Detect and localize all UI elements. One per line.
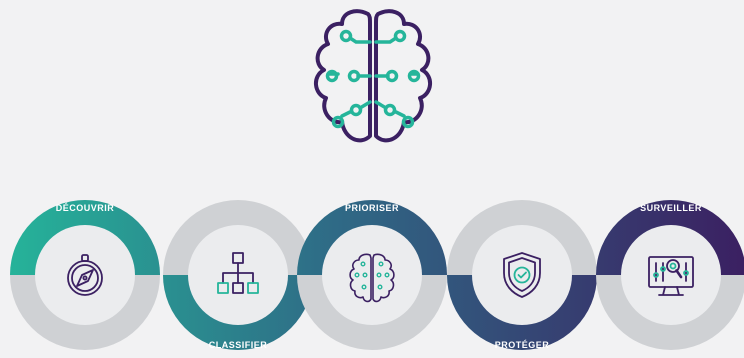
step-label-discover: DÉCOUVRIR [55, 203, 115, 213]
step-prioritize [297, 200, 447, 350]
step-label-protect: PROTÉGER [494, 340, 550, 350]
step-monitor [596, 200, 744, 350]
step-protect [447, 200, 597, 350]
hierarchy-icon [217, 252, 259, 294]
step-label-monitor: SURVEILLER [640, 203, 702, 213]
step-discover [10, 200, 160, 350]
monitor-search-icon [648, 256, 694, 296]
compass-icon [67, 254, 103, 296]
step-label-prioritize: PRIORISER [344, 203, 399, 213]
step-label-classify: CLASSIFIER [208, 340, 268, 350]
shield-check-icon [503, 252, 541, 298]
brain-circuit-icon [349, 253, 395, 303]
brain-circuit-icon [314, 9, 432, 143]
